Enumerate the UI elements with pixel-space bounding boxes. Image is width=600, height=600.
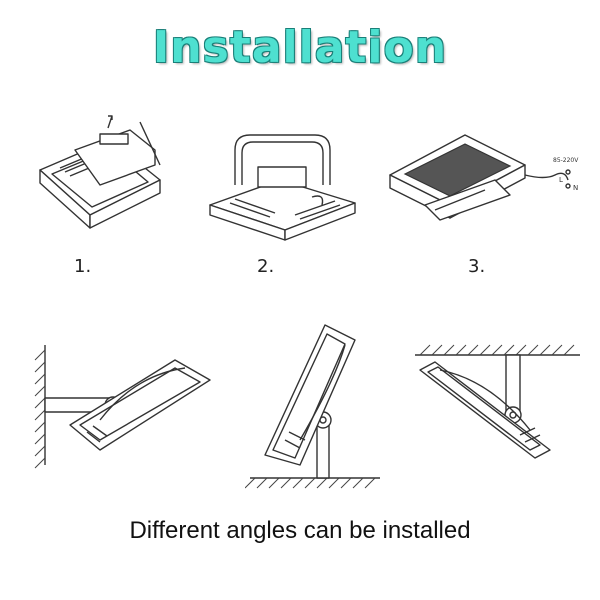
step2-illustration [209,134,356,241]
step-2-label: 2. [257,256,275,277]
step-3-label: 3. [468,256,486,277]
voltage-label: 85-220V [553,157,579,164]
wire-label-l: L [559,176,563,184]
caption: Different angles can be installed [129,517,471,544]
step-1-label: 1. [74,256,92,277]
step3-illustration: L N 85-220V [389,134,579,221]
step1-illustration [39,115,161,229]
wire-label-n: N [573,184,578,192]
wall-mount-illustration [34,345,211,469]
ceiling-mount-illustration [415,344,580,459]
floor-mount-illustration [245,324,380,489]
page-title: Installation [152,22,448,73]
